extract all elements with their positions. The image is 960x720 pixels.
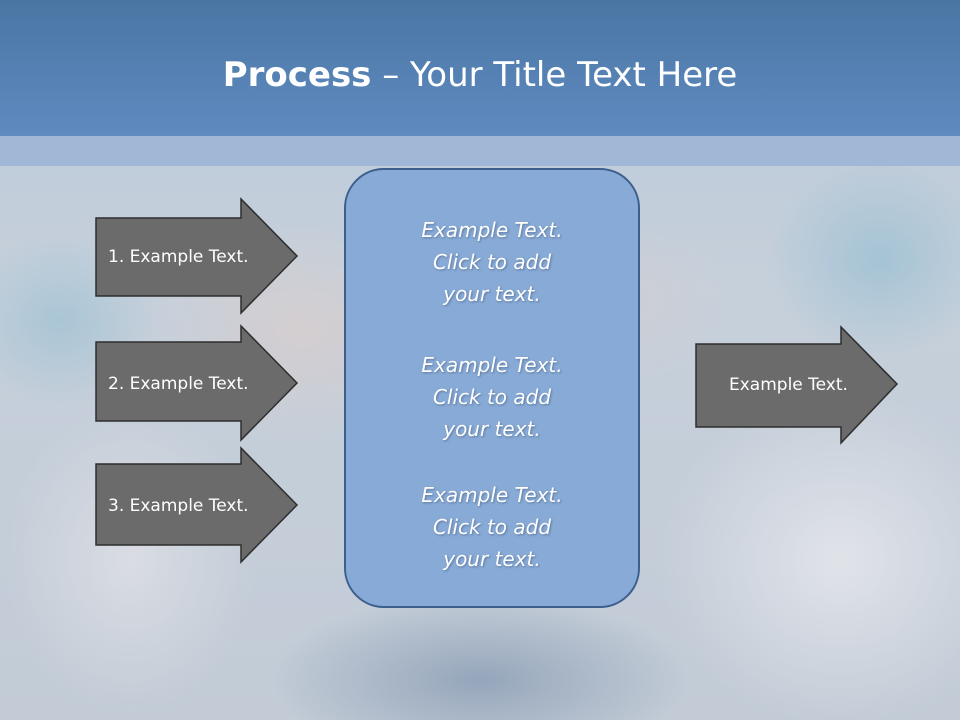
arrow-shape <box>695 325 899 445</box>
process-text-line: your text. <box>443 282 541 306</box>
input-arrow-1[interactable]: 1. Example Text. <box>95 197 299 316</box>
title-rest: – Your Title Text Here <box>371 55 738 95</box>
process-text-line: Click to add <box>432 385 552 409</box>
process-text-2[interactable]: Example Text. Click to add your text. <box>346 349 638 445</box>
input-arrow-3[interactable]: 3. Example Text. <box>95 446 299 565</box>
process-text-line: your text. <box>443 417 541 441</box>
process-text-line: Click to add <box>432 515 552 539</box>
header-band <box>0 0 960 136</box>
output-arrow-label: Example Text. <box>729 375 848 395</box>
input-arrow-2[interactable]: 2. Example Text. <box>95 324 299 443</box>
arrow-shape <box>95 324 299 442</box>
process-text-line: your text. <box>443 547 541 571</box>
process-text-line: Click to add <box>432 250 552 274</box>
process-text-1[interactable]: Example Text. Click to add your text. <box>346 214 638 310</box>
process-text-line: Example Text. <box>421 353 563 377</box>
input-arrow-label: 1. Example Text. <box>108 247 249 267</box>
input-arrow-label: 3. Example Text. <box>108 496 249 516</box>
slide-title[interactable]: Process – Your Title Text Here <box>0 52 960 98</box>
process-text-line: Example Text. <box>421 218 563 242</box>
process-text-3[interactable]: Example Text. Click to add your text. <box>346 479 638 575</box>
header-strip <box>0 136 960 166</box>
process-text-line: Example Text. <box>421 483 563 507</box>
arrow-shape <box>95 446 299 564</box>
title-bold: Process <box>222 55 372 95</box>
process-box[interactable]: Example Text. Click to add your text. Ex… <box>344 168 640 608</box>
input-arrow-label: 2. Example Text. <box>108 374 249 394</box>
output-arrow[interactable]: Example Text. <box>695 325 899 445</box>
arrow-shape <box>95 197 299 315</box>
